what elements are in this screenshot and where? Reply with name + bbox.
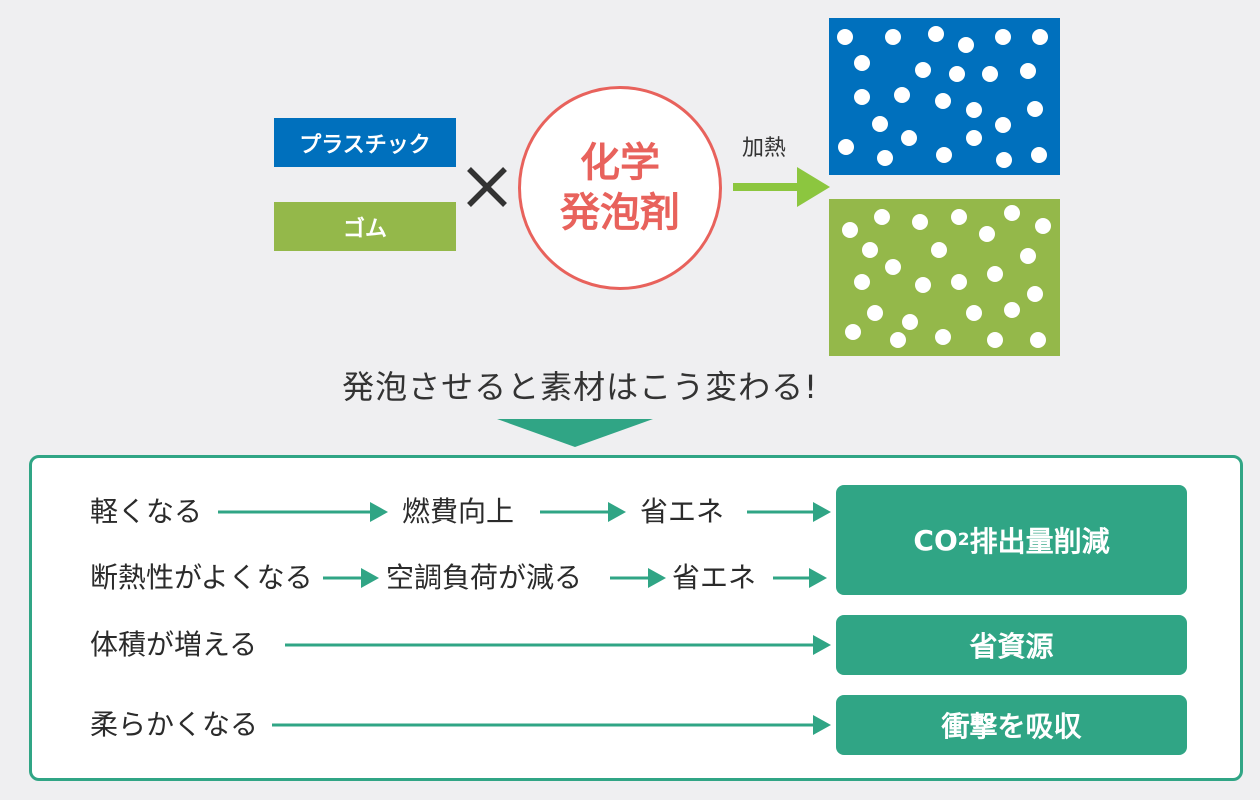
right-arrow-icon <box>272 715 831 735</box>
right-arrow-icon <box>610 568 666 588</box>
heating-label: 加熱 <box>742 136 787 161</box>
cause-softer: 柔らかくなる <box>90 708 259 741</box>
right-arrow-icon <box>540 502 626 522</box>
step-energy-saving-1: 省エネ <box>640 495 725 528</box>
material-plastic-label: プラスチック <box>274 118 456 167</box>
foamed-rubber-panel <box>829 199 1060 356</box>
right-arrow-icon <box>747 502 831 522</box>
material-rubber-text: ゴム <box>342 216 387 242</box>
right-arrow-icon <box>218 502 388 522</box>
result-shock-absorption: 衝撃を吸収 <box>836 695 1187 755</box>
co2-prefix: CO <box>913 523 958 557</box>
cause-lighter: 軽くなる <box>90 495 203 528</box>
step-energy-saving-2: 省エネ <box>672 561 757 594</box>
co2-suffix: 排出量削減 <box>969 525 1110 558</box>
foaming-agent-circle: 化学 発泡剤 <box>518 86 722 290</box>
step-fuel-efficiency: 燃費向上 <box>402 495 515 528</box>
result-resource-saving: 省資源 <box>836 615 1187 675</box>
agent-line-1: 化学 <box>580 140 660 186</box>
down-triangle-icon <box>497 419 653 447</box>
foamed-plastic-panel <box>829 18 1060 175</box>
material-rubber-label: ゴム <box>274 202 456 251</box>
bubbles-icon <box>837 26 1048 168</box>
resource-saving-label: 省資源 <box>969 630 1054 663</box>
right-arrow-icon <box>773 568 827 588</box>
cause-volume: 体積が増える <box>90 628 258 661</box>
right-arrow-icon <box>285 635 831 655</box>
right-arrow-icon <box>733 167 830 207</box>
cause-insulation: 断熱性がよくなる <box>90 561 313 594</box>
material-plastic-text: プラスチック <box>299 132 431 158</box>
step-ac-load: 空調負荷が減る <box>386 561 583 594</box>
bubbles-icon <box>842 205 1051 348</box>
right-arrow-icon <box>323 568 379 588</box>
shock-absorption-label: 衝撃を吸収 <box>941 710 1082 743</box>
agent-line-2: 発泡剤 <box>560 190 680 236</box>
caption-heading: 発泡させると素材はこう変わる! <box>342 368 818 406</box>
times-icon <box>467 167 507 207</box>
